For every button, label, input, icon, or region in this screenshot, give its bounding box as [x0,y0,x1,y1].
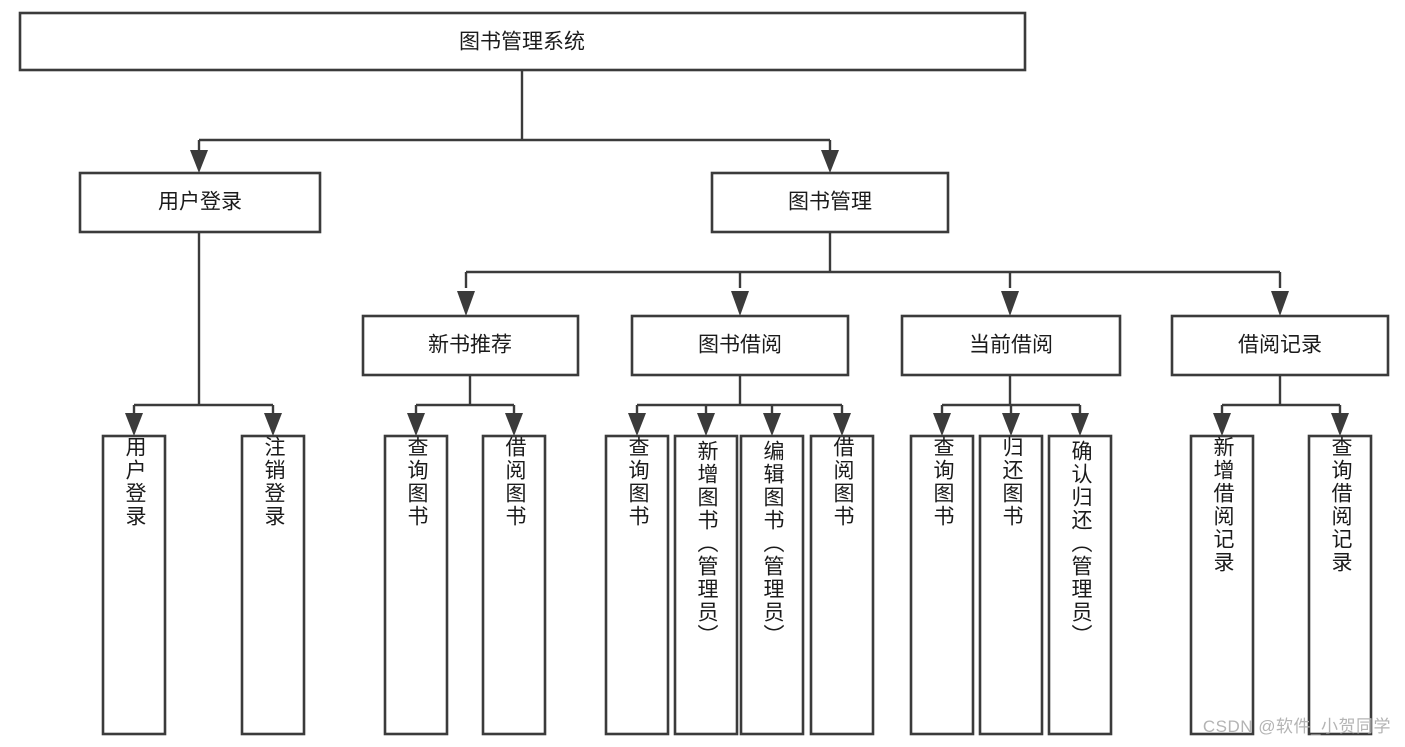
node-leaf-bookborrow-edit-book[interactable] [739,434,805,736]
node-new-book-recommend-label: 新书推荐 [428,334,512,357]
arrow-head-bookborrow-leaf-3 [763,413,781,436]
arrow-head-user-login [190,150,208,173]
node-user-login-label: 用户登录 [158,191,242,214]
node-leaf-borrowrecord-query-record-label: 查询借阅记录 [1329,436,1353,574]
arrow-head-currentborrow-leaf-2 [1002,413,1020,436]
arrow-head-borrowrecord-leaf-2 [1331,413,1349,436]
arrow-head-book-manage [821,150,839,173]
node-leaf-bookborrow-borrow-book[interactable] [809,434,875,736]
node-leaf-currentborrow-query-book-label: 查询图书 [931,436,955,528]
arrow-head-borrowrecord-leaf-1 [1213,413,1231,436]
node-user-login[interactable] [78,171,322,234]
node-leaf-bookborrow-query-book[interactable] [604,434,670,736]
node-leaf-newbook-borrow-book-label: 借阅图书 [503,436,527,528]
node-leaf-newbook-borrow-book[interactable] [481,434,547,736]
node-leaf-currentborrow-confirm-return-label: 确认归还（管理员） [1069,440,1093,647]
node-leaf-user-login-label: 用户登录 [123,436,147,528]
arrow-head-bookborrow-leaf-4 [833,413,851,436]
node-leaf-borrowrecord-add-record-label: 新增借阅记录 [1211,436,1235,574]
arrow-head-currentborrow-leaf-3 [1071,413,1089,436]
node-leaf-newbook-query-book[interactable] [383,434,449,736]
node-leaf-borrowrecord-query-record[interactable] [1307,434,1373,736]
node-leaf-logout[interactable] [240,434,306,736]
node-leaf-bookborrow-add-book[interactable] [673,434,739,736]
node-current-borrow[interactable] [900,314,1122,377]
connector-layer [125,70,1349,436]
arrow-head-leaf-logout [264,413,282,436]
node-leaf-currentborrow-query-book[interactable] [909,434,975,736]
arrow-head-book-borrow [731,291,749,316]
arrow-head-currentborrow-leaf-1 [933,413,951,436]
arrow-head-newbook-leaf-1 [407,413,425,436]
node-leaf-bookborrow-add-book-label: 新增图书（管理员） [695,440,719,647]
arrow-head-new-book [457,291,475,316]
node-leaf-bookborrow-query-book-label: 查询图书 [626,436,650,528]
node-leaf-borrowrecord-add-record[interactable] [1189,434,1255,736]
node-borrow-record[interactable] [1170,314,1390,377]
node-root-label: 图书管理系统 [459,31,585,54]
node-leaf-newbook-query-book-label: 查询图书 [405,436,429,528]
node-layer: 图书管理系统 用户登录 图书管理 新书推荐 图书借阅 当前借阅 借阅记录 [18,11,1390,736]
node-leaf-currentborrow-confirm-return[interactable] [1047,434,1113,736]
node-leaf-currentborrow-return-book-label: 归还图书 [1000,436,1024,528]
arrow-head-current-borrow [1001,291,1019,316]
node-leaf-bookborrow-borrow-book-label: 借阅图书 [831,436,855,528]
node-new-book-recommend[interactable] [361,314,580,377]
node-borrow-record-label: 借阅记录 [1238,334,1322,357]
arrow-head-leaf-user-login [125,413,143,436]
node-book-borrow-label: 图书借阅 [698,334,782,357]
node-root-book-management-system[interactable] [18,11,1027,72]
node-current-borrow-label: 当前借阅 [969,334,1053,357]
node-leaf-bookborrow-edit-book-label: 编辑图书（管理员） [761,440,785,647]
arrow-head-newbook-leaf-2 [505,413,523,436]
arrow-head-bookborrow-leaf-2 [697,413,715,436]
node-leaf-logout-label: 注销登录 [262,436,286,528]
node-leaf-currentborrow-return-book[interactable] [978,434,1044,736]
node-book-management-label: 图书管理 [788,191,872,214]
node-leaf-user-login[interactable] [101,434,167,736]
node-book-management[interactable] [710,171,950,234]
arrow-head-bookborrow-leaf-1 [628,413,646,436]
node-book-borrow[interactable] [630,314,850,377]
arrow-head-borrow-record [1271,291,1289,316]
